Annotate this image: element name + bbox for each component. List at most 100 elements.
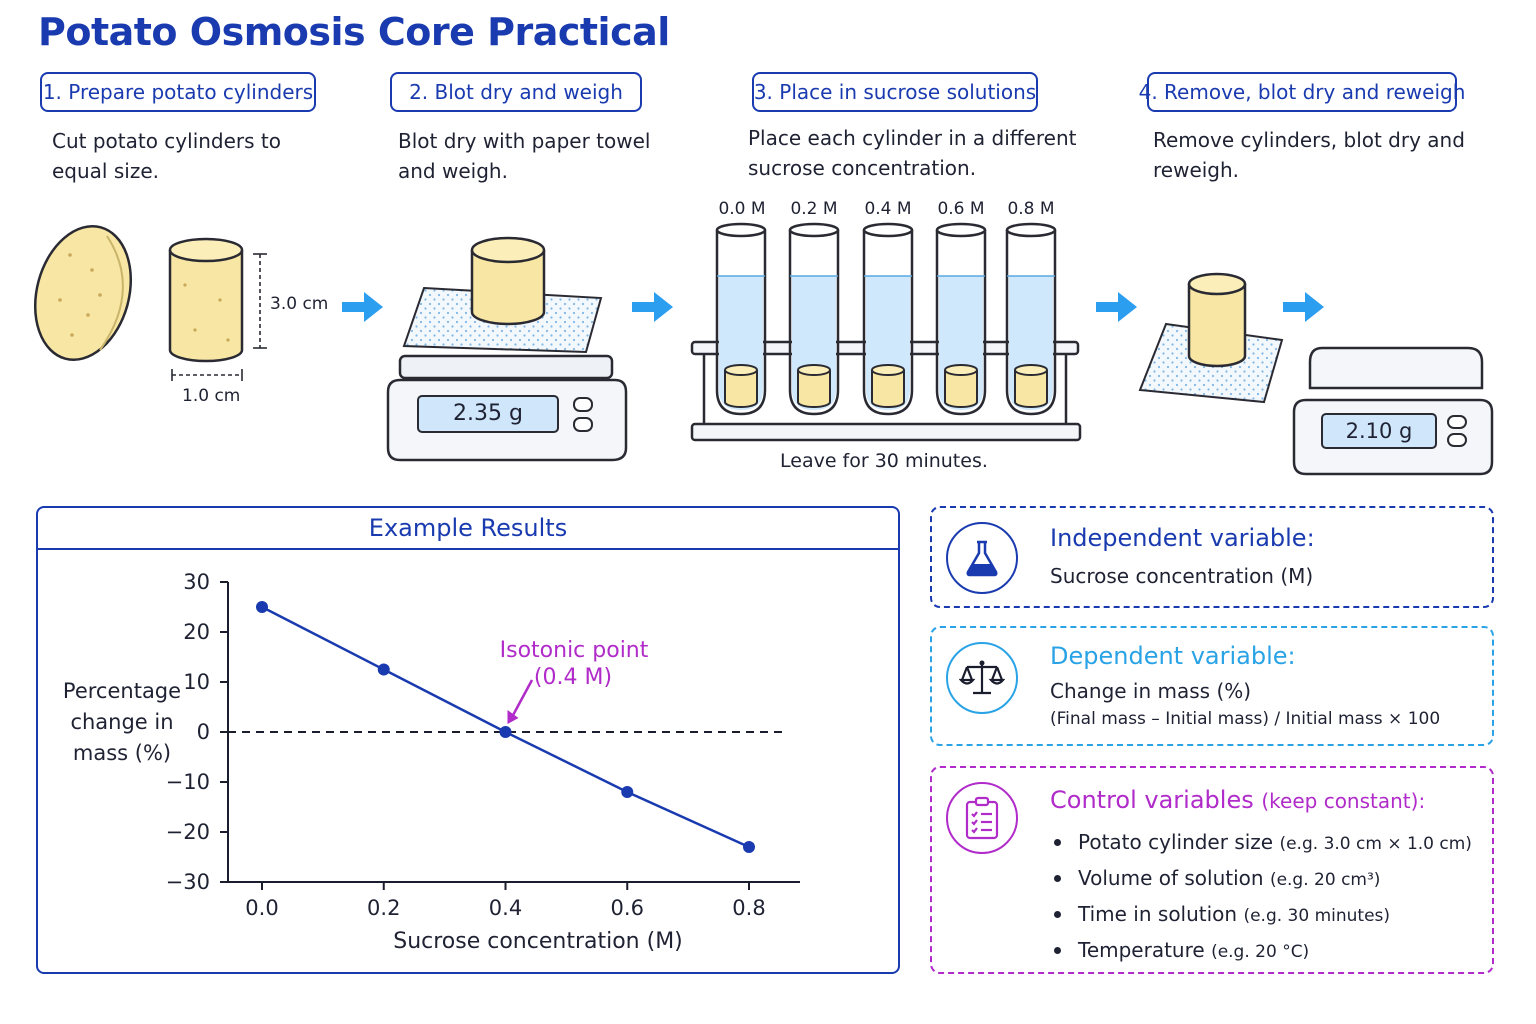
cylinder-width-label: 1.0 cm <box>182 386 241 406</box>
data-point <box>743 841 755 853</box>
control-item-name: Time in solution <box>1078 902 1238 926</box>
results-panel: Example Results Percentage change in mas… <box>36 506 900 974</box>
step-2-label: 2. Blot dry and weigh <box>409 80 623 104</box>
data-point <box>499 726 512 738</box>
clipboard-checklist-icon <box>946 782 1018 854</box>
test-tube <box>1005 222 1057 416</box>
x-tick-label: 0.0 <box>245 896 278 920</box>
whole-potato-icon <box>33 224 133 362</box>
control-item-name: Potato cylinder size <box>1078 830 1274 854</box>
control-item-name: Volume of solution <box>1078 866 1264 890</box>
control-variables-box: Control variables (keep constant): Potat… <box>930 766 1494 974</box>
step-3-box: 3. Place in sucrose solutions <box>752 72 1038 112</box>
y-tick-label: 20 <box>183 620 210 644</box>
x-tick-label: 0.2 <box>367 896 400 920</box>
step-2-box: 2. Blot dry and weigh <box>390 72 642 112</box>
tube-label: 0.0 M <box>718 199 766 219</box>
control-item-name: Temperature <box>1078 938 1205 962</box>
step-1-desc-line-1: Cut potato cylinders to <box>52 129 282 153</box>
independent-variable-box: Independent variable: Sucrose concentrat… <box>930 506 1494 608</box>
data-point <box>377 663 390 676</box>
arrow-right-icon <box>1096 292 1137 322</box>
flask-icon <box>946 522 1018 594</box>
potato-cylinder-icon <box>168 237 244 363</box>
page-title: Potato Osmosis Core Practical <box>38 10 670 54</box>
y-tick-label: 0 <box>197 720 210 744</box>
annotation-arrowhead <box>507 710 519 724</box>
data-point <box>256 601 268 613</box>
tube-label: 0.6 M <box>937 199 985 219</box>
test-tube <box>788 222 840 416</box>
arrow-right-icon <box>1283 292 1324 322</box>
step-4-desc-line-1: Remove cylinders, blot dry and <box>1153 128 1465 152</box>
dependent-variable-box: Dependent variable: Change in mass (%) (… <box>930 626 1494 746</box>
procedure-illustration <box>33 222 1494 476</box>
control-heading-main: Control variables <box>1050 786 1254 814</box>
step-3-label: 3. Place in sucrose solutions <box>753 80 1037 104</box>
test-tube <box>715 222 767 416</box>
isotonic-point-annotation: Isotonic point <box>500 638 649 663</box>
control-item-example: (e.g. 20 cm³) <box>1269 870 1381 890</box>
list-item: Temperature (e.g. 20 °C) <box>1054 932 1472 968</box>
tube-label: 0.8 M <box>1007 199 1055 219</box>
control-variables-list: Potato cylinder size (e.g. 3.0 cm × 1.0 … <box>1050 824 1472 968</box>
isotonic-point-annotation-value: (0.4 M) <box>534 665 612 690</box>
control-item-example: (e.g. 20 °C) <box>1211 942 1310 962</box>
arrow-right-icon <box>632 292 673 322</box>
initial-mass-readout: 2.35 g <box>453 401 523 426</box>
cylinder-height-label: 3.0 cm <box>270 294 329 314</box>
step-3-description: Place each cylinder in a different sucro… <box>748 123 1076 183</box>
control-heading-note: (keep constant): <box>1261 789 1426 813</box>
test-tube <box>862 222 914 416</box>
x-tick-label: 0.4 <box>489 896 522 920</box>
scale-2-display <box>1321 413 1437 449</box>
dependent-variable-value: Change in mass (%) <box>1050 679 1252 703</box>
test-tube-rack <box>690 222 1082 442</box>
y-tick-label: −10 <box>166 770 210 794</box>
step-1-desc-line-2: equal size. <box>52 159 159 183</box>
control-item-example: (e.g. 3.0 cm × 1.0 cm) <box>1279 834 1472 854</box>
balance-scale-1 <box>386 236 628 462</box>
step-2-description: Blot dry with paper towel and weigh. <box>398 126 650 186</box>
arrow-right-icon <box>342 292 383 322</box>
tube-label: 0.2 M <box>790 199 838 219</box>
independent-variable-heading: Independent variable: <box>1050 524 1315 552</box>
step-2-desc-line-2: and weigh. <box>398 159 508 183</box>
independent-variable-value: Sucrose concentration (M) <box>1050 564 1314 588</box>
step-1-label: 1. Prepare potato cylinders <box>42 80 314 104</box>
step-3-desc-line-1: Place each cylinder in a different <box>748 126 1077 150</box>
results-title: Example Results <box>38 508 898 550</box>
y-tick-label: 10 <box>183 670 210 694</box>
list-item: Potato cylinder size (e.g. 3.0 cm × 1.0 … <box>1054 824 1472 860</box>
list-item: Volume of solution (e.g. 20 cm³) <box>1054 860 1472 896</box>
tube-label: 0.4 M <box>864 199 912 219</box>
step-4-box: 4. Remove, blot dry and reweigh <box>1139 72 1465 112</box>
x-axis-label: Sucrose concentration (M) <box>393 929 683 954</box>
balance-scale-icon <box>946 642 1018 714</box>
control-item-example: (e.g. 30 minutes) <box>1243 906 1391 926</box>
y-tick-label: −20 <box>166 820 210 844</box>
final-mass-readout: 2.10 g <box>1345 419 1413 443</box>
scale-1-display <box>417 395 559 433</box>
leave-note: Leave for 30 minutes. <box>780 450 988 472</box>
annotation-arrow <box>510 679 534 719</box>
percentage-change-formula: (Final mass – Initial mass) / Initial ma… <box>1050 709 1441 729</box>
test-tube <box>935 222 987 416</box>
blotting-paper <box>1138 272 1284 404</box>
dimension-lines <box>171 253 267 381</box>
step-3-desc-line-2: sucrose concentration. <box>748 156 977 180</box>
step-2-desc-line-1: Blot dry with paper towel <box>398 129 651 153</box>
y-tick-label: 30 <box>183 570 210 594</box>
list-item: Time in solution (e.g. 30 minutes) <box>1054 896 1472 932</box>
y-tick-label: −30 <box>166 870 210 894</box>
control-variables-heading: Control variables (keep constant): <box>1050 786 1425 814</box>
y-axis-label: Percentage change in mass (%) <box>62 679 182 765</box>
data-point <box>621 786 634 798</box>
step-4-label: 4. Remove, blot dry and reweigh <box>1138 80 1466 104</box>
step-1-description: Cut potato cylinders to equal size. <box>52 126 281 186</box>
x-tick-label: 0.6 <box>611 896 644 920</box>
x-tick-label: 0.8 <box>732 896 765 920</box>
step-4-desc-line-2: reweigh. <box>1153 158 1240 182</box>
dependent-variable-heading: Dependent variable: <box>1050 642 1296 670</box>
